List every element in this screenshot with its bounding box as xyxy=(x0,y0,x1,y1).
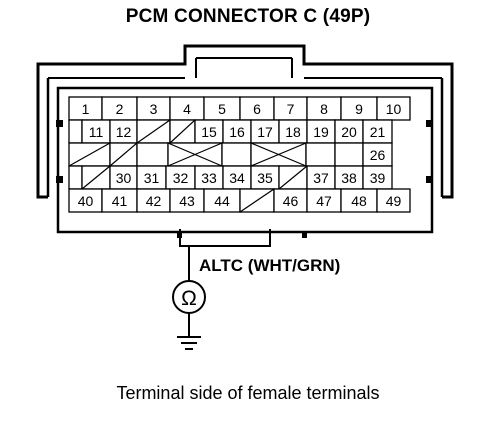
terminal-label-16: 16 xyxy=(229,124,245,140)
housing-top-keyway xyxy=(195,57,293,78)
terminal-label-30: 30 xyxy=(116,170,132,186)
terminal-label-43: 43 xyxy=(179,193,195,209)
terminal-label-39: 39 xyxy=(370,170,386,186)
terminal-label-3: 3 xyxy=(150,101,158,117)
lock-tab-right-lower xyxy=(426,176,433,183)
blank-cavity-slash xyxy=(239,188,275,213)
terminal-blank xyxy=(68,119,83,144)
terminal- xyxy=(305,142,336,167)
blank-cavity-slash xyxy=(169,119,196,144)
terminal-label-32: 32 xyxy=(173,170,189,186)
terminal-label-38: 38 xyxy=(341,170,357,186)
terminal-label-10: 10 xyxy=(386,101,402,117)
terminal- xyxy=(221,142,252,167)
terminal- xyxy=(136,142,169,167)
connector-housing-outline xyxy=(36,44,454,199)
blank-cavity-cross xyxy=(250,142,307,167)
terminal-label-19: 19 xyxy=(313,124,329,140)
terminal-label-48: 48 xyxy=(351,193,367,209)
lock-tab-left-lower xyxy=(56,176,63,183)
terminal-label-34: 34 xyxy=(229,170,245,186)
terminal-label-20: 20 xyxy=(341,124,357,140)
terminal-label-2: 2 xyxy=(116,101,124,117)
lock-tab-left-upper xyxy=(56,120,63,127)
test-lead-wire xyxy=(179,229,271,281)
terminal-label-6: 6 xyxy=(253,101,261,117)
blank-cavity-slash xyxy=(109,142,138,167)
terminal-label-5: 5 xyxy=(218,101,226,117)
terminal-label-31: 31 xyxy=(144,170,160,186)
terminal-label-26: 26 xyxy=(370,147,386,163)
guide-pin-bottom-right xyxy=(302,232,307,238)
terminal-label-17: 17 xyxy=(257,124,273,140)
terminal-label-9: 9 xyxy=(355,101,363,117)
diagram-caption: Terminal side of female terminals xyxy=(116,383,380,403)
terminal-label-40: 40 xyxy=(78,193,94,209)
blank-cavity-cross xyxy=(167,142,223,167)
blank-cavity-slash xyxy=(278,165,308,190)
terminal-blank xyxy=(68,165,83,190)
terminal-10 xyxy=(376,96,411,121)
terminal-label-11: 11 xyxy=(89,124,104,140)
terminal-label-21: 21 xyxy=(370,124,386,140)
blank-cavity-slash xyxy=(81,165,111,190)
terminal-label-47: 47 xyxy=(316,193,332,209)
terminal-label-15: 15 xyxy=(201,124,217,140)
ohm-symbol: Ω xyxy=(181,287,197,310)
terminal-label-46: 46 xyxy=(283,193,299,209)
terminal-label-42: 42 xyxy=(146,193,162,209)
terminal-label-33: 33 xyxy=(201,170,217,186)
terminal-label-1: 1 xyxy=(82,101,90,117)
terminal-label-8: 8 xyxy=(320,101,328,117)
terminal-label-44: 44 xyxy=(214,193,230,209)
ground-icon xyxy=(177,336,201,350)
terminal-label-12: 12 xyxy=(116,124,132,140)
terminal-label-37: 37 xyxy=(313,170,329,186)
connector-title: PCM CONNECTOR C (49P) xyxy=(125,6,371,27)
terminal-label-4: 4 xyxy=(183,101,191,117)
terminal-label-18: 18 xyxy=(285,124,301,140)
wire-label: ALTC (WHT/GRN) xyxy=(199,256,340,275)
lock-tab-right-upper xyxy=(426,120,433,127)
terminal-label-49: 49 xyxy=(386,193,402,209)
terminal-label-35: 35 xyxy=(257,170,273,186)
terminal-label-7: 7 xyxy=(287,101,295,117)
terminal-49 xyxy=(376,188,411,213)
terminal- xyxy=(334,142,364,167)
blank-cavity-slash xyxy=(68,142,111,167)
terminal-label-41: 41 xyxy=(112,193,128,209)
blank-cavity-slash xyxy=(136,119,171,144)
